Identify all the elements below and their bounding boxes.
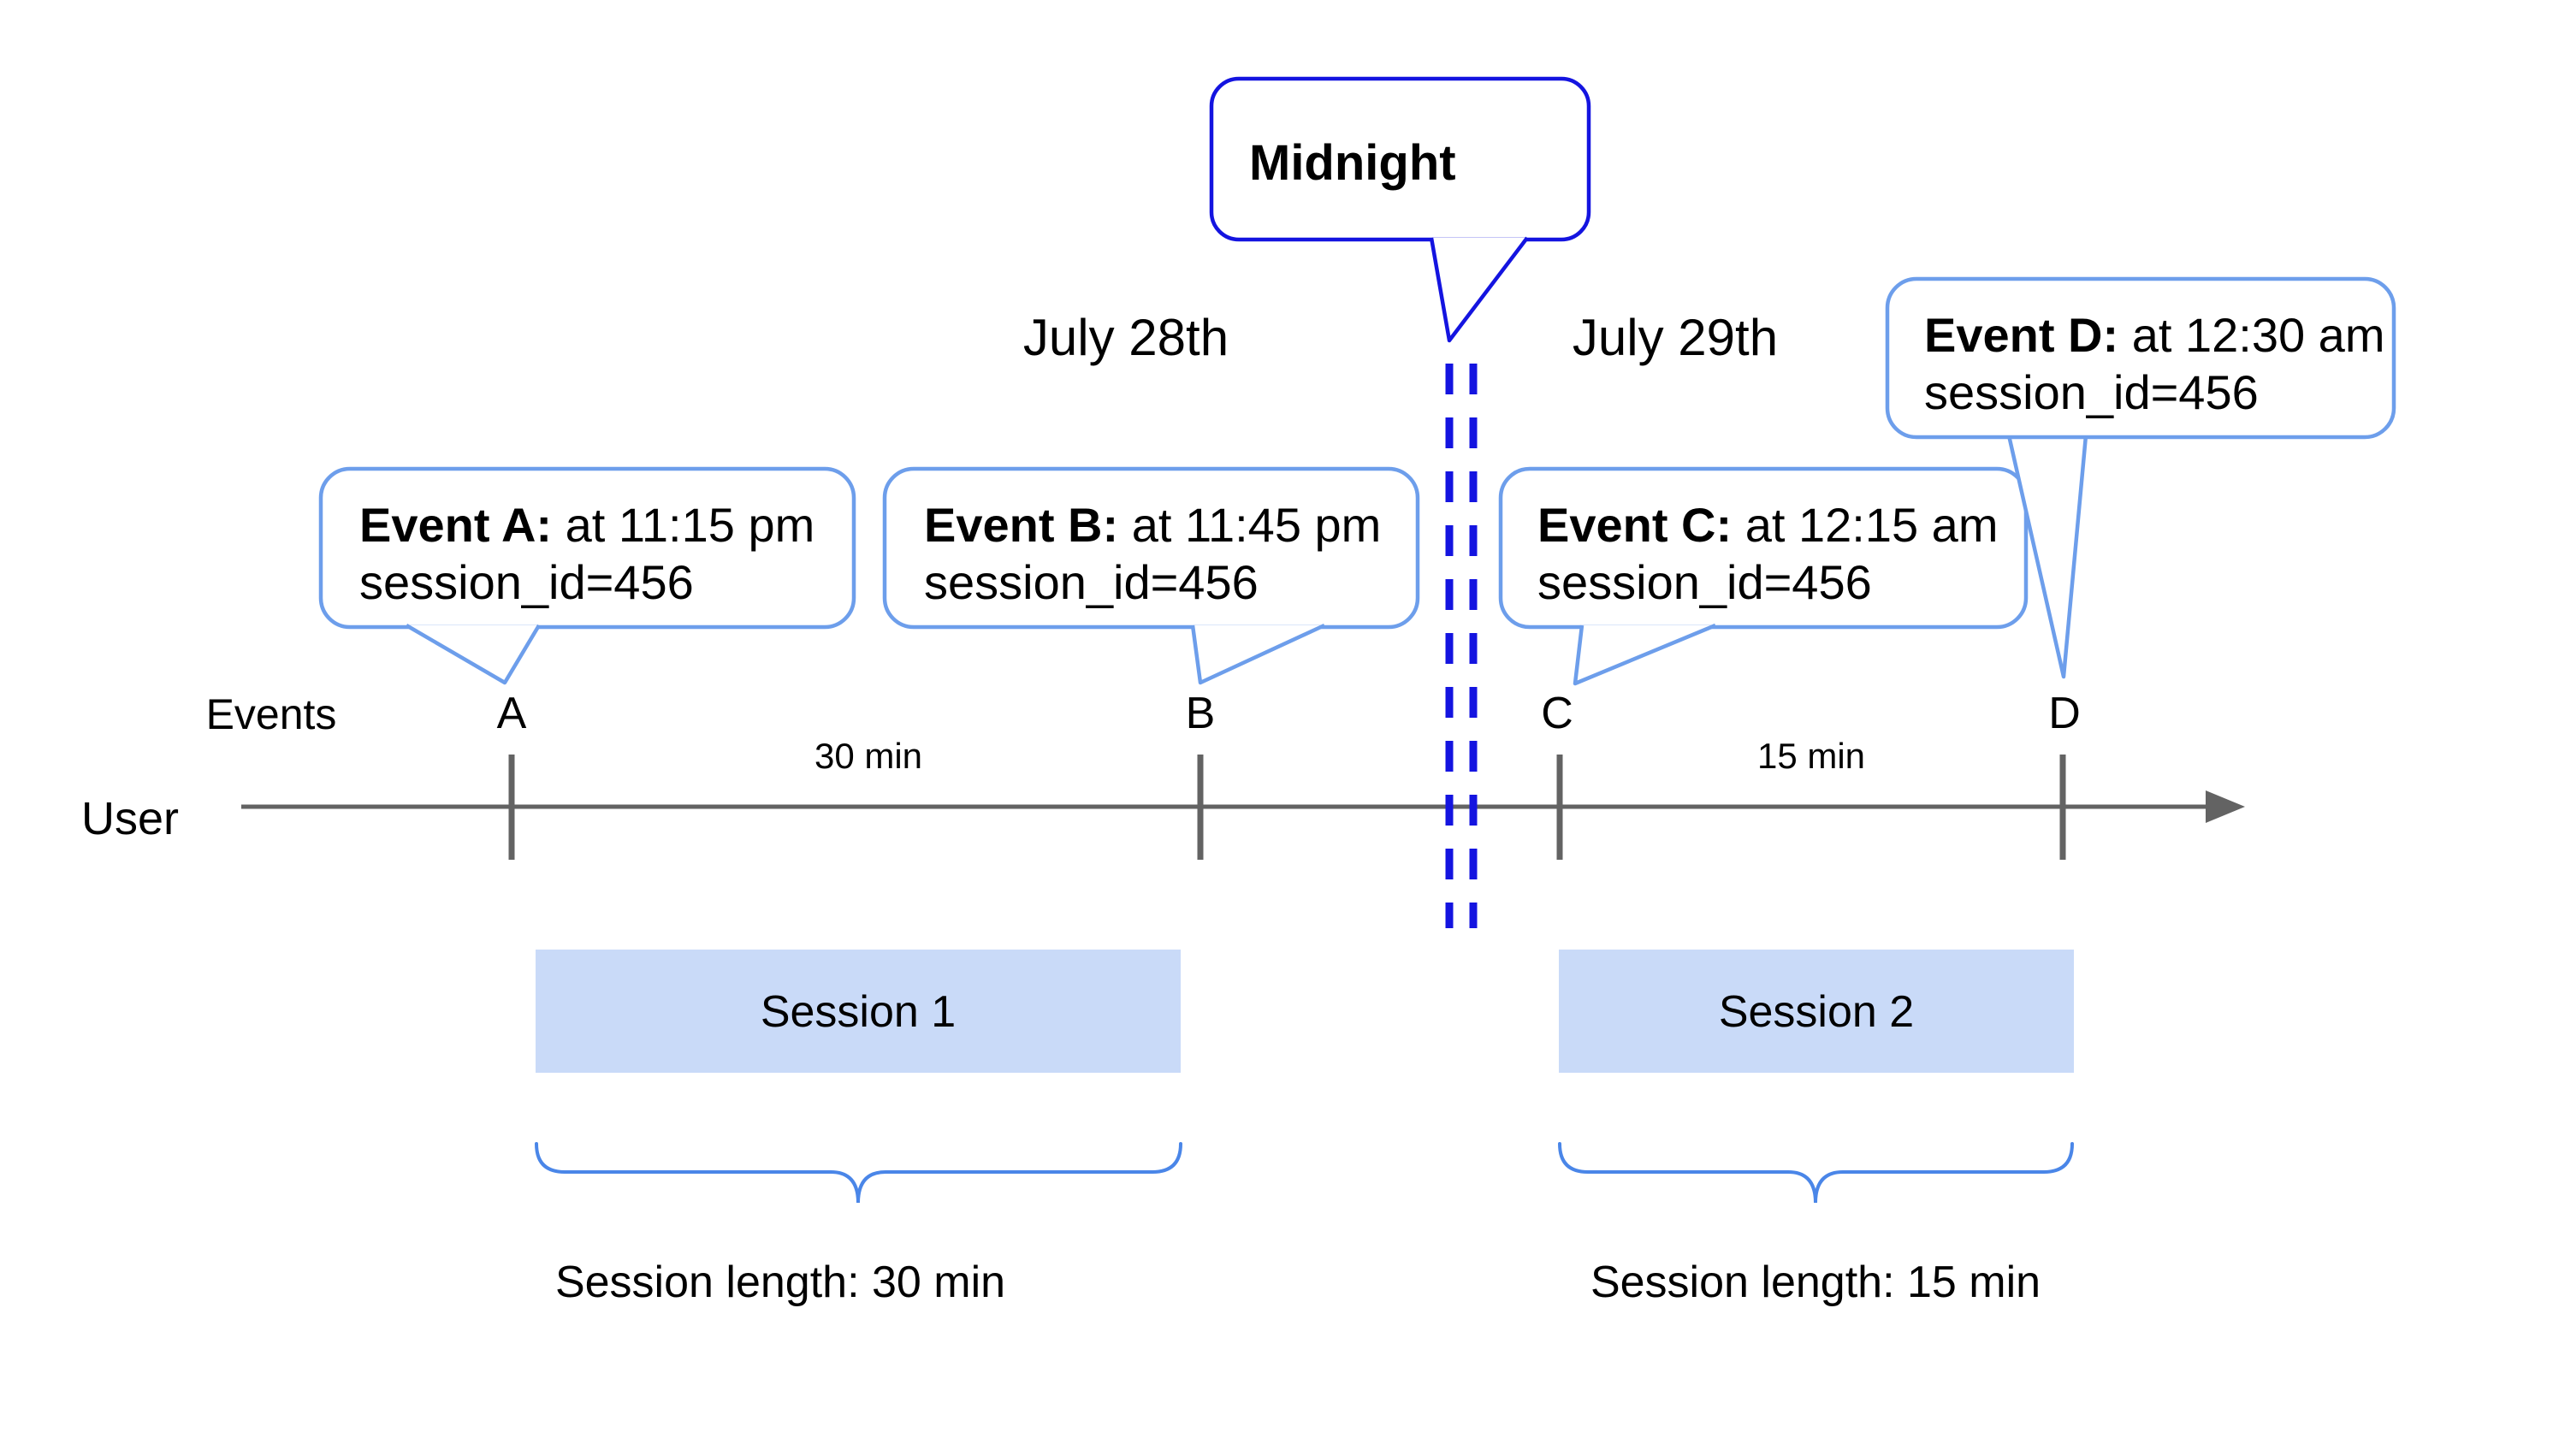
session-1: Session 1 Session length: 30 min xyxy=(535,950,1182,1307)
event-d-callout: Event D: at 12:30 am session_id=456 xyxy=(1885,276,2396,679)
event-b-session-id: session_id=456 xyxy=(924,555,1259,609)
event-a-bubble xyxy=(318,466,856,630)
event-letter-b: B xyxy=(1186,689,1216,738)
midnight-label: Midnight xyxy=(1249,135,1456,191)
session-2-label: Session 2 xyxy=(1719,987,1914,1037)
event-d-bubble xyxy=(1885,276,2396,440)
event-c-bubble xyxy=(1498,466,2029,630)
event-letter-a: A xyxy=(497,689,527,738)
date-label-july-29: July 29th xyxy=(1573,309,1778,366)
event-d-time: at 12:30 am xyxy=(2118,308,2384,362)
event-d-bubble-tail xyxy=(2006,435,2088,679)
event-c-title: Event C: xyxy=(1537,498,1732,552)
session-1-box xyxy=(536,950,1181,1073)
event-c-callout: Event C: at 12:15 am session_id=456 xyxy=(1498,466,2029,686)
event-a-callout: Event A: at 11:15 pm session_id=456 xyxy=(318,466,856,685)
event-a-session-id: session_id=456 xyxy=(359,555,694,609)
event-b-bubble-tail xyxy=(1190,623,1325,685)
event-a-title: Event A: xyxy=(359,498,552,552)
event-c-bubble-tail xyxy=(1573,623,1716,686)
session-2-brace xyxy=(1558,1142,2074,1204)
midnight-divider xyxy=(1445,364,1478,928)
midnight-callout: Midnight xyxy=(1209,76,1591,343)
event-c-line1: Event C: at 12:15 am xyxy=(1537,498,1998,552)
events-row-label: Events xyxy=(206,690,337,738)
event-c-session-id: session_id=456 xyxy=(1537,555,1872,609)
event-letter-c: C xyxy=(1541,689,1573,738)
session-2-box xyxy=(1559,950,2074,1073)
duration-c-to-d: 15 min xyxy=(1757,736,1865,776)
event-b-time: at 11:45 pm xyxy=(1118,498,1381,552)
midnight-bubble-tail xyxy=(1429,236,1529,343)
event-b-bubble xyxy=(882,466,1420,630)
session-1-label: Session 1 xyxy=(761,987,956,1037)
event-b-callout: Event B: at 11:45 pm session_id=456 xyxy=(882,466,1420,685)
arrow-right-icon xyxy=(2206,790,2245,823)
event-d-title: Event D: xyxy=(1924,308,2118,362)
event-c-time: at 12:15 am xyxy=(1732,498,1998,552)
event-b-line1: Event B: at 11:45 pm xyxy=(924,498,1381,552)
session-2-length-label: Session length: 15 min xyxy=(1590,1258,2041,1307)
event-a-line1: Event A: at 11:15 pm xyxy=(359,498,814,552)
user-timeline: Events User A B C D 30 min 15 min xyxy=(81,689,2245,860)
session-1-brace xyxy=(535,1142,1182,1204)
date-label-july-28: July 28th xyxy=(1023,309,1229,366)
event-b-title: Event B: xyxy=(924,498,1118,552)
session-2: Session 2 Session length: 15 min xyxy=(1558,950,2074,1307)
event-a-bubble-tail xyxy=(405,624,541,685)
event-d-line1: Event D: at 12:30 am xyxy=(1924,308,2384,362)
event-a-time: at 11:15 pm xyxy=(552,498,814,552)
event-d-session-id: session_id=456 xyxy=(1924,365,2259,419)
event-letter-d: D xyxy=(2048,689,2081,738)
midnight-bubble xyxy=(1209,76,1591,242)
user-row-label: User xyxy=(81,793,179,844)
duration-a-to-b: 30 min xyxy=(814,736,922,776)
session-1-length-label: Session length: 30 min xyxy=(555,1258,1005,1307)
